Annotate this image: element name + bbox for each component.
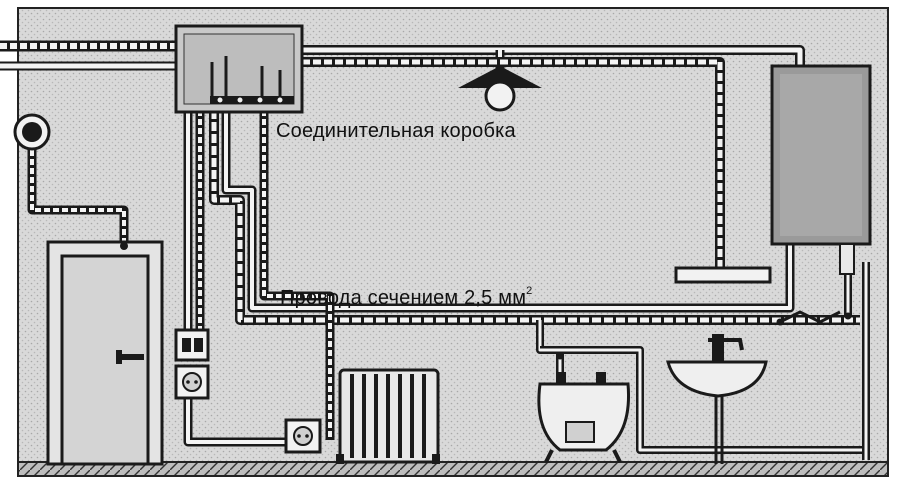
- wall-socket-icon: [284, 418, 322, 454]
- ceiling-lamp-icon: [458, 66, 542, 112]
- boiler-icon: [770, 64, 872, 275]
- floor: [17, 461, 889, 477]
- light-switch-icon: [174, 328, 210, 362]
- round-switch-icon: [13, 113, 51, 151]
- washing-machine-icon: [537, 352, 631, 463]
- door-icon: [46, 240, 164, 466]
- radiator-icon: [336, 368, 440, 464]
- junction-box-icon: [174, 24, 304, 114]
- sink-icon: [666, 310, 852, 464]
- wires-label-text: Провода сечением 2,5 мм: [280, 287, 527, 309]
- wires-label: Провода сечением 2,5 мм2: [280, 285, 533, 310]
- mirror-lamp-icon: [674, 266, 772, 284]
- wall-socket-icon: [174, 364, 210, 400]
- wires-label-superscript: 2: [526, 285, 533, 298]
- junction-box-label: Соединительная коробка: [276, 120, 516, 142]
